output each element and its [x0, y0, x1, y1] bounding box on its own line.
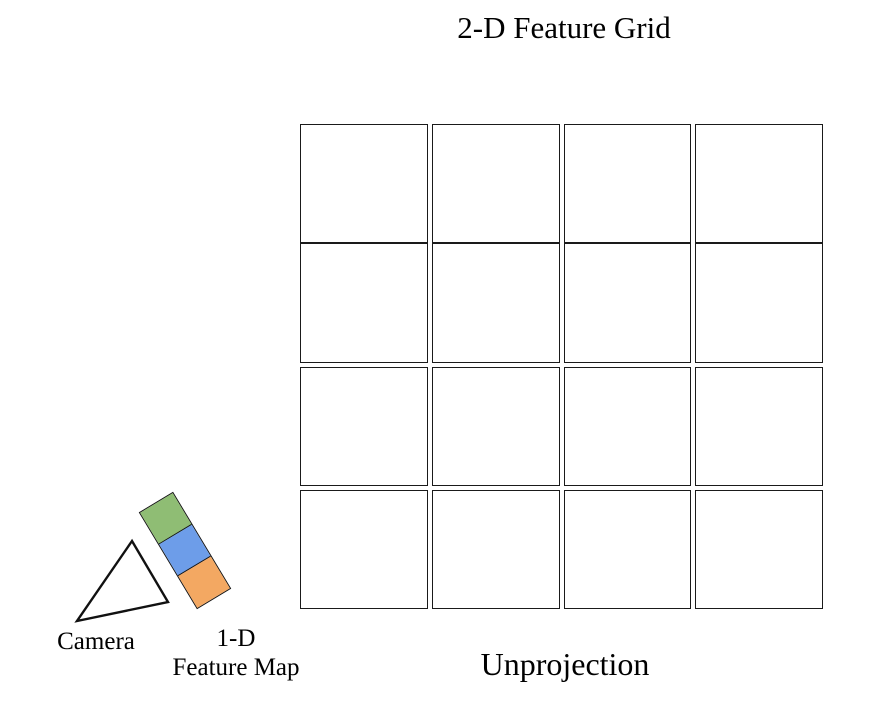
grid-title: 2-D Feature Grid: [457, 10, 671, 45]
grid-cell: [695, 243, 823, 363]
grid-cell: [300, 489, 428, 609]
grid-cell: [300, 366, 428, 486]
grid-cell: [695, 124, 823, 244]
feature-grid: [300, 124, 823, 609]
grid-row: [300, 366, 823, 486]
camera-frustum-triangle: [74, 538, 170, 623]
grid-cell: [695, 366, 823, 486]
grid-cell: [431, 366, 560, 486]
grid-row: [300, 243, 823, 363]
grid-cell: [431, 489, 560, 609]
feature-map-label: 1-D Feature Map: [172, 624, 299, 682]
grid-cell: [300, 243, 428, 363]
grid-cell: [431, 124, 560, 244]
grid-row: [300, 124, 823, 244]
grid-row: [300, 489, 823, 609]
grid-cell: [695, 489, 823, 609]
unprojection-caption: Unprojection: [480, 646, 650, 682]
grid-cell: [300, 124, 428, 244]
grid-cell: [563, 489, 692, 609]
grid-cell: [563, 243, 692, 363]
feature-map-label-line2: Feature Map: [172, 654, 300, 681]
camera-icon: [74, 538, 170, 623]
grid-cell: [563, 124, 692, 244]
grid-cell: [431, 243, 560, 363]
feature-map-label-line1: 1-D: [216, 625, 256, 652]
camera-label: Camera: [57, 628, 135, 655]
grid-cell: [563, 366, 692, 486]
